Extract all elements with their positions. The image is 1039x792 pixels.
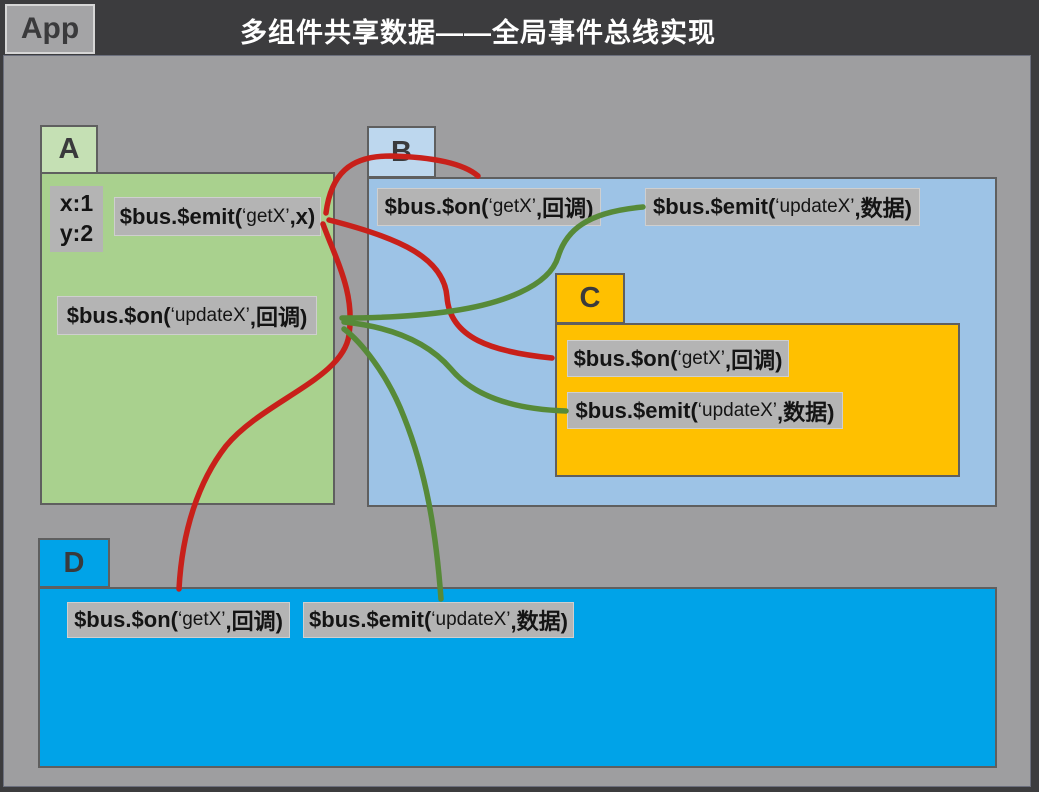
state-y: y:2 [59, 220, 94, 246]
state-x: x:1 [59, 190, 94, 217]
a-emit-getx-box: $bus.$emit(‘getX’,x) [114, 197, 321, 236]
component-c-label: C [579, 282, 601, 314]
a-on-updatex-box: $bus.$on(‘updateX’,回调) [57, 296, 317, 335]
component-a-tab: A [40, 125, 98, 174]
page-title: 多组件共享数据——全局事件总线实现 [240, 18, 716, 48]
component-d-label: D [63, 546, 85, 579]
app-root-tab: App [5, 4, 95, 54]
b-on-getx-box: $bus.$on(‘getX’,回调) [377, 188, 601, 226]
component-b-label: B [391, 135, 412, 168]
d-on-getx-box: $bus.$on(‘getX’,回调) [67, 602, 290, 638]
component-a-label: A [58, 133, 80, 165]
component-d-tab: D [38, 538, 110, 588]
c-emit-updatex-box: $bus.$emit(‘updateX’,数据) [567, 392, 843, 429]
d-emit-updatex-box: $bus.$emit(‘updateX’,数据) [303, 602, 574, 638]
component-c-tab: C [555, 273, 625, 324]
c-on-getx-box: $bus.$on(‘getX’,回调) [567, 340, 789, 377]
app-root-label: App [20, 12, 80, 45]
b-emit-updatex-box: $bus.$emit(‘updateX’,数据) [645, 188, 920, 226]
component-b-tab: B [367, 126, 436, 178]
component-a-state-box: x:1 y:2 [50, 186, 103, 252]
